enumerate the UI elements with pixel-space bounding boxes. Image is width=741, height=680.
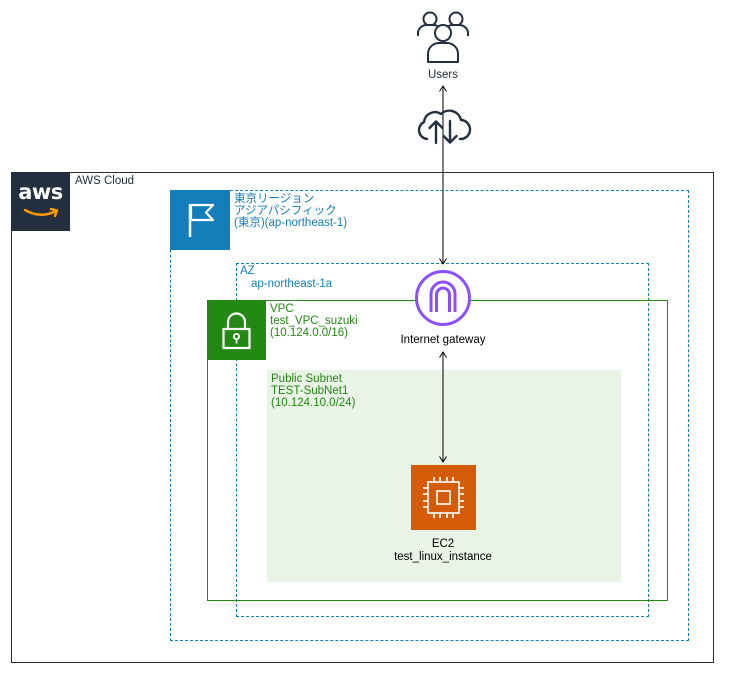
ec2-label-line1: EC2 <box>431 538 455 550</box>
az-label-line2: ap-northeast-1a <box>251 278 333 290</box>
internet-gateway-label: Internet gateway <box>400 334 486 346</box>
lock-icon <box>222 312 251 350</box>
region-icon-box <box>170 190 230 250</box>
ec2-chip-icon <box>423 477 464 518</box>
subnet-label-line1: Public Subnet <box>271 373 342 385</box>
aws-cloud-group <box>11 172 714 663</box>
az-label-line1: AZ <box>240 265 255 277</box>
subnet-label-line3: (10.124.10.0/24) <box>271 397 356 409</box>
vpc-label-line3: (10.124.0.0/16) <box>270 327 349 339</box>
users-label: Users <box>427 69 459 81</box>
vpc-icon-box <box>207 300 266 360</box>
flag-icon <box>188 203 215 237</box>
vpc-label-line2: test_VPC_suzuki <box>270 315 358 327</box>
ec2-instance-node[interactable] <box>411 465 476 530</box>
region-group <box>170 190 689 641</box>
aws-logo-text: aws <box>18 180 63 204</box>
aws-smile-icon <box>23 207 59 218</box>
cloud-upload-download-icon <box>417 109 472 145</box>
region-label-line3: (東京)(ap-northeast-1) <box>234 217 348 229</box>
aws-logo: aws <box>11 172 70 231</box>
ec2-label-line2: test_linux_instance <box>394 551 492 563</box>
subnet-label-line2: TEST-SubNet1 <box>271 385 349 397</box>
vpc-label-line1: VPC <box>270 303 294 315</box>
users-icon <box>417 11 469 63</box>
region-label-line1: 東京リージョン <box>234 193 315 205</box>
aws-cloud-label: AWS Cloud <box>75 175 135 187</box>
internet-gateway-icon[interactable] <box>413 268 473 328</box>
region-label-line2: アジアパシフィック <box>234 205 337 217</box>
